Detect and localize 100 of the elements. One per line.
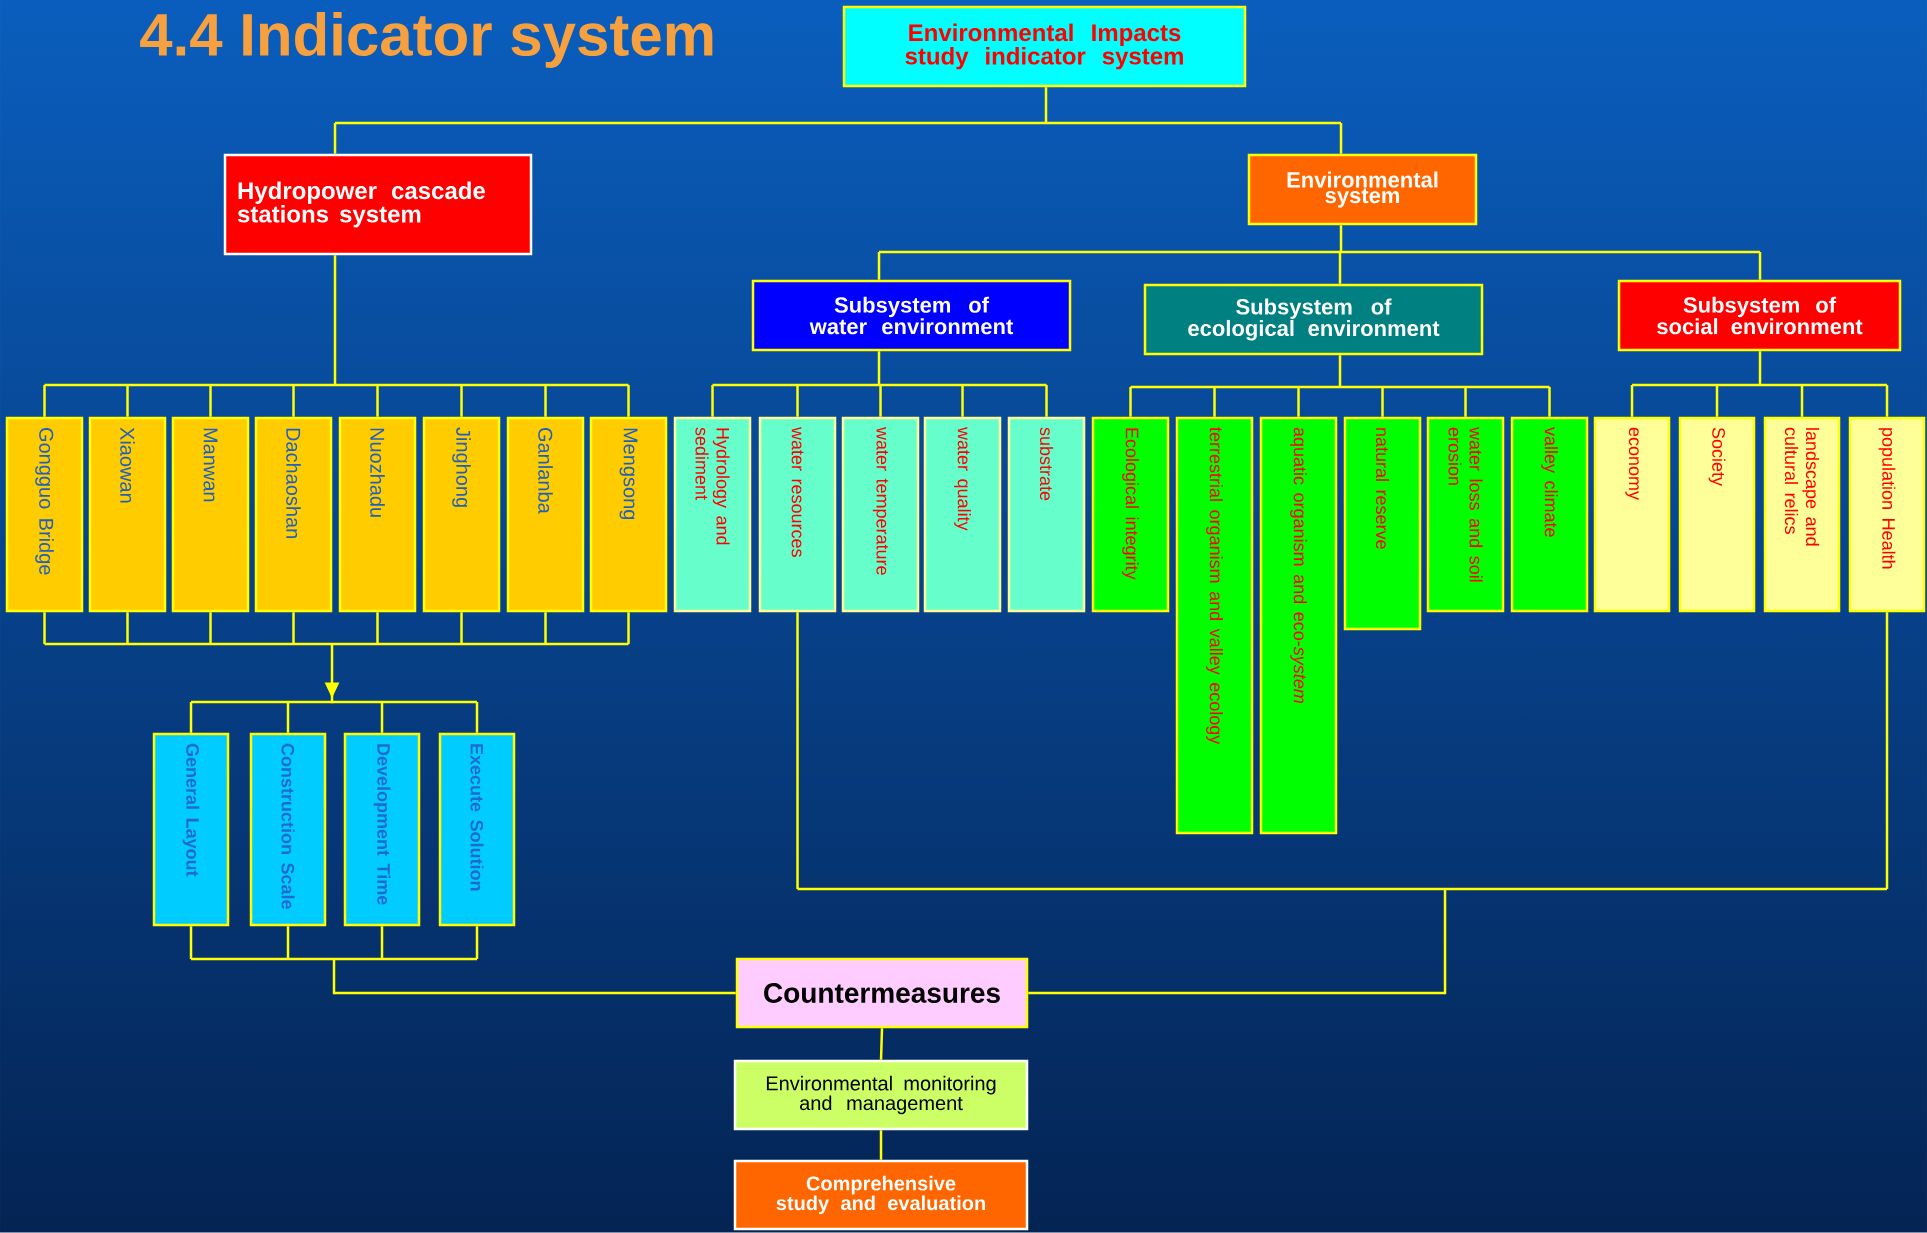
connector	[1885, 612, 1889, 889]
indicator-box: water loss and soil erosion	[1426, 416, 1505, 613]
indicator-box: Hydrology and sediment	[673, 416, 752, 613]
connector	[189, 926, 193, 959]
connector	[544, 612, 547, 644]
title: 4.4 Indicator system	[140, 12, 713, 68]
connector	[1632, 383, 1887, 387]
connector	[126, 612, 129, 644]
connector	[1339, 225, 1343, 252]
connector	[1548, 387, 1551, 417]
indicator-box: economy	[1593, 416, 1671, 613]
connector	[1758, 252, 1762, 280]
connector	[796, 385, 799, 417]
subsystem-box: Subsystem of social environment	[1617, 279, 1902, 352]
aspect-box: Development Time	[343, 732, 421, 927]
connector	[1129, 387, 1132, 417]
connector	[475, 702, 479, 733]
connector	[286, 926, 290, 959]
station-box: Dachaoshan	[254, 416, 333, 613]
connector	[1800, 385, 1804, 417]
indicator-box: population Health	[1848, 416, 1926, 613]
connector	[879, 1028, 884, 1060]
connector	[1044, 87, 1048, 123]
connector	[460, 385, 463, 417]
connector	[292, 385, 295, 417]
connector	[126, 385, 129, 417]
connector	[879, 1130, 883, 1160]
connector	[380, 702, 384, 733]
connector	[380, 926, 384, 959]
connector	[1130, 385, 1550, 389]
connector	[1297, 387, 1300, 417]
connector	[1338, 252, 1342, 284]
indicator-box: water temperature	[841, 416, 920, 613]
connector	[796, 612, 799, 889]
connector	[877, 252, 881, 280]
subsystem-box: Subsystem of water environment	[751, 279, 1072, 352]
connector	[209, 385, 212, 417]
station-box: Manwan	[171, 416, 250, 613]
station-box: Gongguo Bridge	[5, 416, 84, 613]
indicator-box: valley climate	[1510, 416, 1589, 613]
connector	[44, 642, 629, 646]
connector	[189, 702, 193, 733]
connector	[1443, 889, 1447, 995]
connector	[460, 612, 463, 644]
connector	[544, 385, 547, 417]
indicator-box: Ecological integrity	[1091, 416, 1170, 613]
aspect-box: General Layout	[152, 732, 230, 927]
connector	[1045, 385, 1048, 417]
connector	[191, 957, 477, 961]
indicator-box: substrate	[1007, 416, 1086, 613]
indicator-box: landscape and cultural relics	[1763, 416, 1841, 613]
station-box: Xiaowan	[88, 416, 167, 613]
connector	[627, 612, 630, 644]
aspect-box: Execute Solution	[438, 732, 516, 927]
connector	[43, 612, 46, 644]
connector	[376, 385, 379, 417]
connector	[712, 383, 1047, 387]
countermeasures-box: Countermeasures	[735, 957, 1029, 1029]
root-box: Environmental Impacts study indicator system	[842, 5, 1247, 88]
connector	[1338, 355, 1342, 387]
connector	[877, 351, 881, 385]
connector	[1715, 385, 1719, 417]
station-box: Ganlanba	[506, 416, 585, 613]
connector	[1630, 385, 1634, 417]
aspect-box: Construction Scale	[249, 732, 327, 927]
connector	[961, 385, 964, 417]
connector	[1885, 385, 1889, 417]
connector	[332, 959, 336, 995]
connector	[44, 383, 629, 387]
connector	[333, 123, 337, 154]
connector	[1213, 387, 1216, 417]
connector	[292, 612, 295, 644]
system-box: Environmental system	[1247, 153, 1478, 226]
connector	[1381, 387, 1384, 417]
system-box: Hydropower cascade stations system	[223, 153, 533, 256]
indicator-box: terrestrial organism and valley ecology	[1175, 416, 1254, 835]
connector	[475, 926, 479, 959]
station-box: Nuozhadu	[338, 416, 417, 613]
connector	[376, 612, 379, 644]
connector	[335, 121, 1341, 125]
connector	[209, 612, 212, 644]
connector	[1339, 123, 1343, 154]
connector	[1028, 991, 1445, 995]
indicator-box: water resources	[758, 416, 837, 613]
station-box: Mengsong	[589, 416, 668, 613]
connector	[797, 887, 1887, 891]
connector	[879, 385, 882, 417]
subsystem-box: Subsystem of ecological environment	[1143, 283, 1484, 356]
connector	[627, 385, 630, 417]
connector	[879, 250, 1760, 254]
connector	[191, 700, 477, 704]
connector	[286, 702, 290, 733]
connector	[333, 255, 337, 385]
connector	[1464, 387, 1467, 417]
station-box: Jinghong	[422, 416, 501, 613]
process-box: Environmental monitoring and management	[733, 1059, 1029, 1131]
connector	[1758, 351, 1762, 385]
indicator-box: Society	[1678, 416, 1756, 613]
indicator-box: aquatic organism and eco-system	[1259, 416, 1338, 835]
connector	[711, 385, 714, 417]
